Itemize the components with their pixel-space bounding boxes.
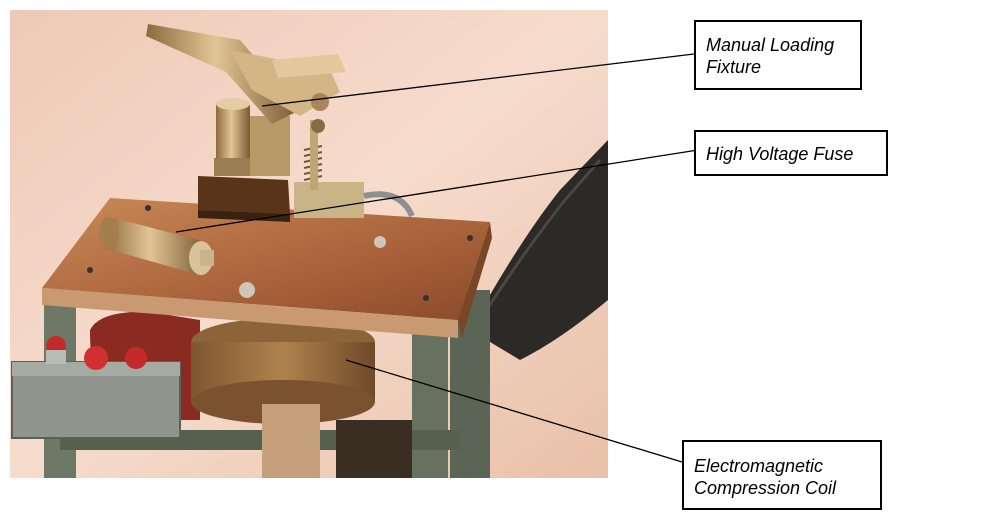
callout-high-voltage-fuse: High Voltage Fuse [694, 130, 888, 176]
callout-text-line: Manual Loading [706, 35, 835, 55]
callout-text-line: Electromagnetic [694, 456, 824, 476]
callout-text-line: High Voltage Fuse [706, 144, 854, 164]
hose [470, 140, 608, 360]
loading-arm [146, 24, 300, 124]
control-button-3 [125, 347, 147, 369]
callout-manual-loading-fixture: Manual Loading Fixture [694, 20, 862, 90]
fixture-base-block [198, 176, 290, 214]
transformer [336, 420, 412, 478]
fixture-column [216, 104, 250, 168]
loading-arm-upper [272, 54, 346, 78]
high-voltage-fuse [99, 217, 214, 275]
control-button-2 [84, 346, 108, 370]
leader-line-fuse [175, 149, 699, 233]
callout-electromagnetic-compression-coil: Electromagnetic Compression Coil [682, 440, 882, 510]
leader-line-fixture [261, 53, 695, 107]
callout-text-line: Fixture [706, 57, 762, 77]
coil-lower-plate [262, 404, 320, 478]
leader-line-coil [345, 359, 683, 463]
callout-text-line: Compression Coil [694, 478, 837, 498]
